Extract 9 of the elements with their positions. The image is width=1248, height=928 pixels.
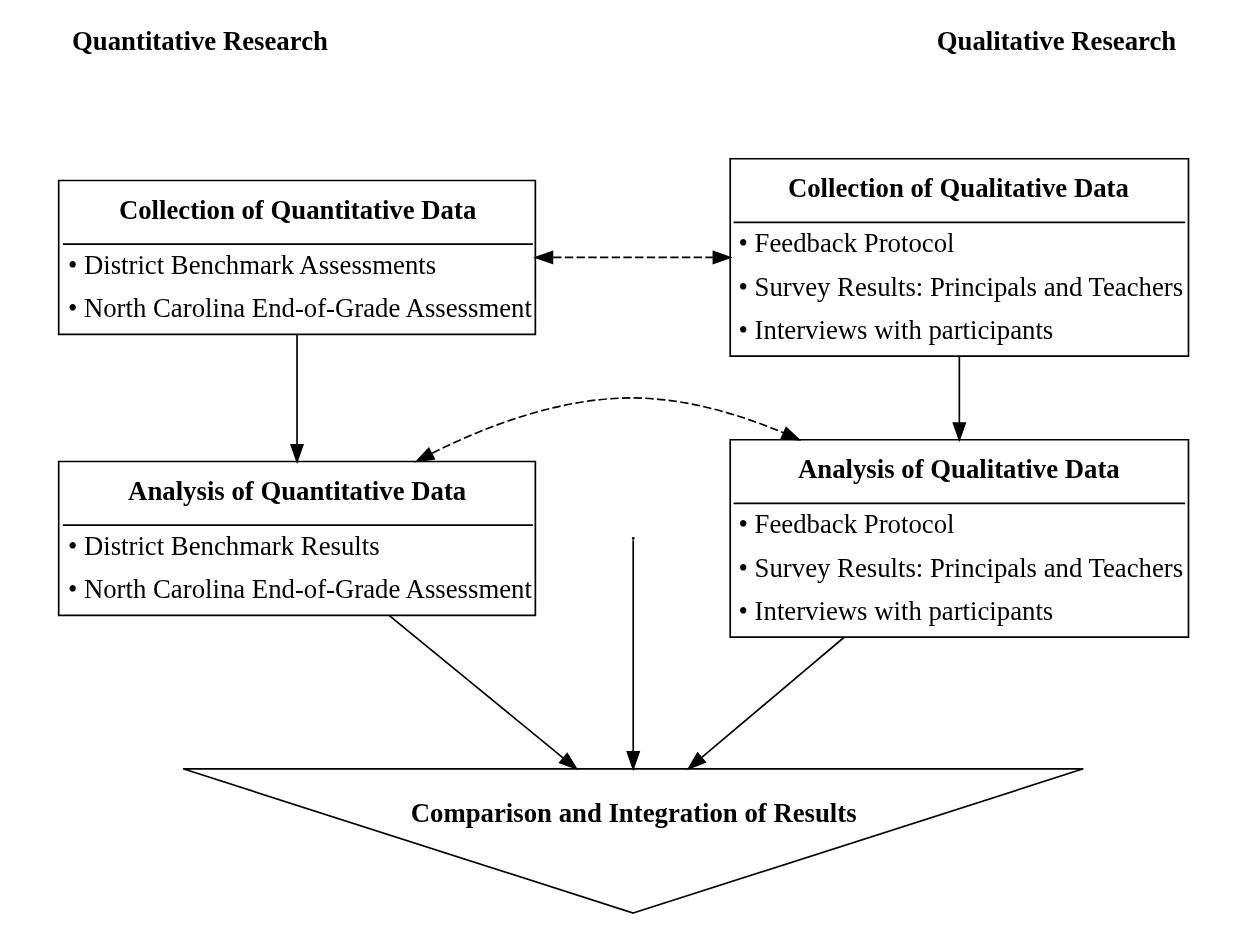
arrow bbox=[388, 614, 579, 771]
arrow bbox=[952, 355, 967, 443]
label: Qualitative Research bbox=[936, 25, 1177, 56]
arrow bbox=[414, 397, 802, 463]
arrow bbox=[686, 636, 845, 771]
label: Quantitative Research bbox=[72, 25, 328, 56]
arrow bbox=[533, 250, 733, 265]
arrow bbox=[290, 334, 305, 464]
arrow bbox=[626, 539, 641, 772]
